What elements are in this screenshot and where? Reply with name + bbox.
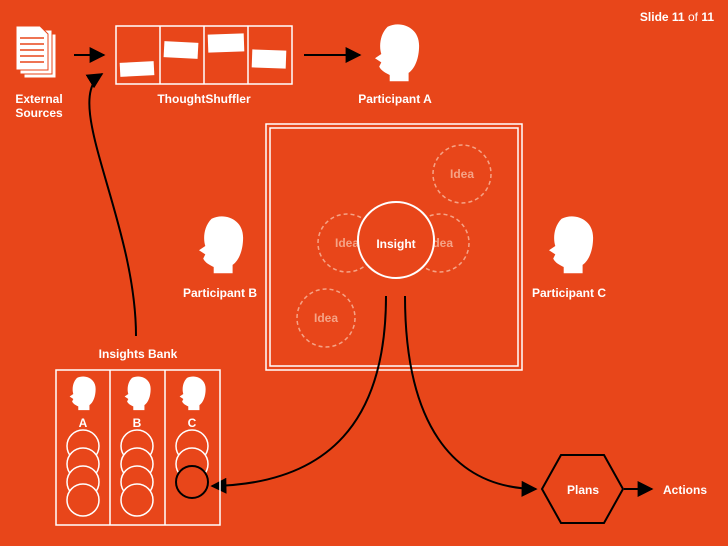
participant-c-label: Participant C [532,286,606,300]
insights-bank-box [55,369,221,526]
plans-hexagon [540,454,625,524]
slide-current: 11 [671,10,685,24]
thought-shuffler-box [115,25,293,85]
participant-a-icon [375,24,420,82]
actions-label: Actions [663,483,707,497]
workspace-frame [265,123,523,371]
idea-circle-3 [410,213,470,273]
idea-circle-1 [432,144,492,204]
thought-shuffler-label: ThoughtShuffler [157,92,251,106]
bank-column-a-label: A [79,416,88,430]
idea-label-1: Idea [450,167,474,181]
idea-circle-4 [296,288,356,348]
arrow-bank-to-shuffler [85,73,137,337]
bank-a-head-icon [69,376,96,411]
idea-label-4: Idea [314,311,338,325]
external-sources-icon [15,25,57,79]
bank-b-insight-4 [120,483,154,517]
bank-column-b-label: B [133,416,142,430]
slide-prefix: Slide [639,10,669,24]
insight-circle [357,201,435,279]
slide-total: 11 [701,10,714,24]
idea-label-2: Idea [335,236,359,250]
participant-b-label: Participant B [183,286,257,300]
insight-label: Insight [376,237,415,251]
external-sources-label-2: Sources [15,106,63,120]
insights-bank-label: Insights Bank [99,347,178,361]
bank-c-new-insight [175,465,209,499]
bank-column-c-label: C [188,416,197,430]
bank-c-head-icon [179,376,206,411]
participant-c-icon [549,216,594,274]
participant-a-label: Participant A [358,92,432,106]
plans-label: Plans [567,483,599,497]
slide-of: of [687,10,698,24]
arrow-insight-to-bank [210,295,387,494]
slide-counter: Slide 11 of 11 [640,10,714,24]
arrow-insight-to-plans [404,295,538,497]
bank-a-insight-4 [66,483,100,517]
bank-b-head-icon [124,376,151,411]
external-sources-label-1: External [15,92,62,106]
idea-label-3: Idea [429,236,453,250]
participant-b-icon [199,216,244,274]
